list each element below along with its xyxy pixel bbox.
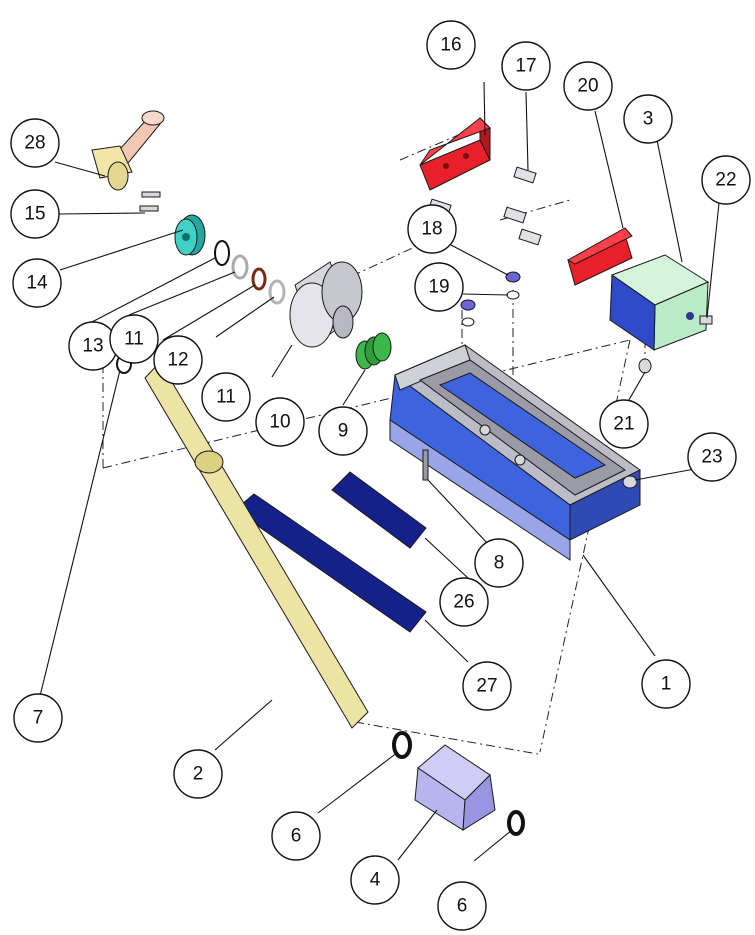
callout-22: 22 bbox=[701, 155, 751, 205]
callout-13: 13 bbox=[68, 321, 118, 371]
svg-text:6: 6 bbox=[457, 896, 468, 917]
svg-text:28: 28 bbox=[24, 133, 45, 154]
svg-text:18: 18 bbox=[421, 219, 442, 240]
part-26-27-pads bbox=[234, 471, 427, 633]
svg-text:11: 11 bbox=[216, 387, 236, 408]
svg-text:4: 4 bbox=[370, 870, 381, 891]
svg-text:11: 11 bbox=[124, 329, 144, 350]
svg-text:14: 14 bbox=[26, 273, 48, 294]
callout-15: 15 bbox=[10, 189, 60, 239]
part-18-19-washers bbox=[460, 271, 521, 327]
part-20-red-jaw-plate bbox=[566, 227, 633, 286]
callout-16: 16 bbox=[426, 20, 476, 70]
callout-1: 1 bbox=[641, 659, 691, 709]
part-15-pins bbox=[139, 191, 161, 212]
callout-21: 21 bbox=[599, 399, 649, 449]
part-9-spring bbox=[355, 332, 392, 370]
svg-text:3: 3 bbox=[643, 109, 654, 130]
svg-text:27: 27 bbox=[476, 676, 497, 697]
part-22-screw bbox=[699, 315, 713, 325]
part-28-handle bbox=[91, 110, 165, 191]
callout-26: 26 bbox=[439, 577, 489, 627]
leader-lines bbox=[39, 81, 720, 862]
callout-8: 8 bbox=[474, 538, 524, 588]
svg-text:13: 13 bbox=[82, 336, 103, 357]
svg-text:17: 17 bbox=[515, 56, 536, 77]
callout-7: 7 bbox=[13, 693, 63, 743]
callout-20: 20 bbox=[563, 61, 613, 111]
svg-text:23: 23 bbox=[701, 447, 722, 468]
svg-text:1: 1 bbox=[661, 674, 672, 695]
svg-text:7: 7 bbox=[33, 708, 44, 729]
part-6-washers bbox=[392, 731, 525, 836]
callout-28: 28 bbox=[10, 118, 60, 168]
callout-4: 4 bbox=[350, 855, 400, 905]
part-3-jaw-block bbox=[609, 254, 710, 351]
callout-18: 18 bbox=[407, 204, 457, 254]
part-14-hub bbox=[174, 214, 206, 256]
callout-19: 19 bbox=[414, 262, 464, 312]
svg-text:6: 6 bbox=[291, 826, 302, 847]
svg-text:2: 2 bbox=[193, 764, 204, 785]
callout-12: 12 bbox=[153, 335, 203, 385]
svg-text:21: 21 bbox=[613, 414, 634, 435]
callout-6-b: 6 bbox=[437, 881, 487, 931]
svg-text:16: 16 bbox=[440, 35, 461, 56]
callout-3: 3 bbox=[623, 94, 673, 144]
callout-11-b: 11 bbox=[201, 372, 251, 422]
part-21-pin bbox=[638, 358, 652, 374]
callout-10: 10 bbox=[255, 397, 305, 447]
svg-text:19: 19 bbox=[428, 277, 449, 298]
callout-23: 23 bbox=[687, 432, 737, 482]
callout-11-a: 11 bbox=[109, 314, 159, 364]
part-8-pin bbox=[422, 449, 429, 481]
svg-text:26: 26 bbox=[453, 592, 474, 613]
rings-13-11-12-11 bbox=[214, 240, 286, 305]
svg-text:9: 9 bbox=[338, 421, 349, 442]
callout-6-a: 6 bbox=[271, 811, 321, 861]
callout-9: 9 bbox=[318, 406, 368, 456]
svg-text:20: 20 bbox=[577, 76, 598, 97]
svg-text:22: 22 bbox=[715, 170, 736, 191]
callout-27: 27 bbox=[462, 661, 512, 711]
callout-17: 17 bbox=[501, 41, 551, 91]
part-16-red-jaw-plate bbox=[419, 116, 491, 191]
svg-text:10: 10 bbox=[269, 412, 290, 433]
part-10-cylinder bbox=[289, 261, 363, 348]
part-23-nut bbox=[622, 475, 638, 489]
callout-14: 14 bbox=[12, 258, 62, 308]
svg-text:12: 12 bbox=[167, 350, 188, 371]
svg-text:15: 15 bbox=[24, 204, 45, 225]
part-1-vise-body bbox=[389, 344, 641, 561]
callout-2: 2 bbox=[173, 749, 223, 799]
svg-text:8: 8 bbox=[494, 553, 505, 574]
part-4-block bbox=[414, 744, 496, 831]
